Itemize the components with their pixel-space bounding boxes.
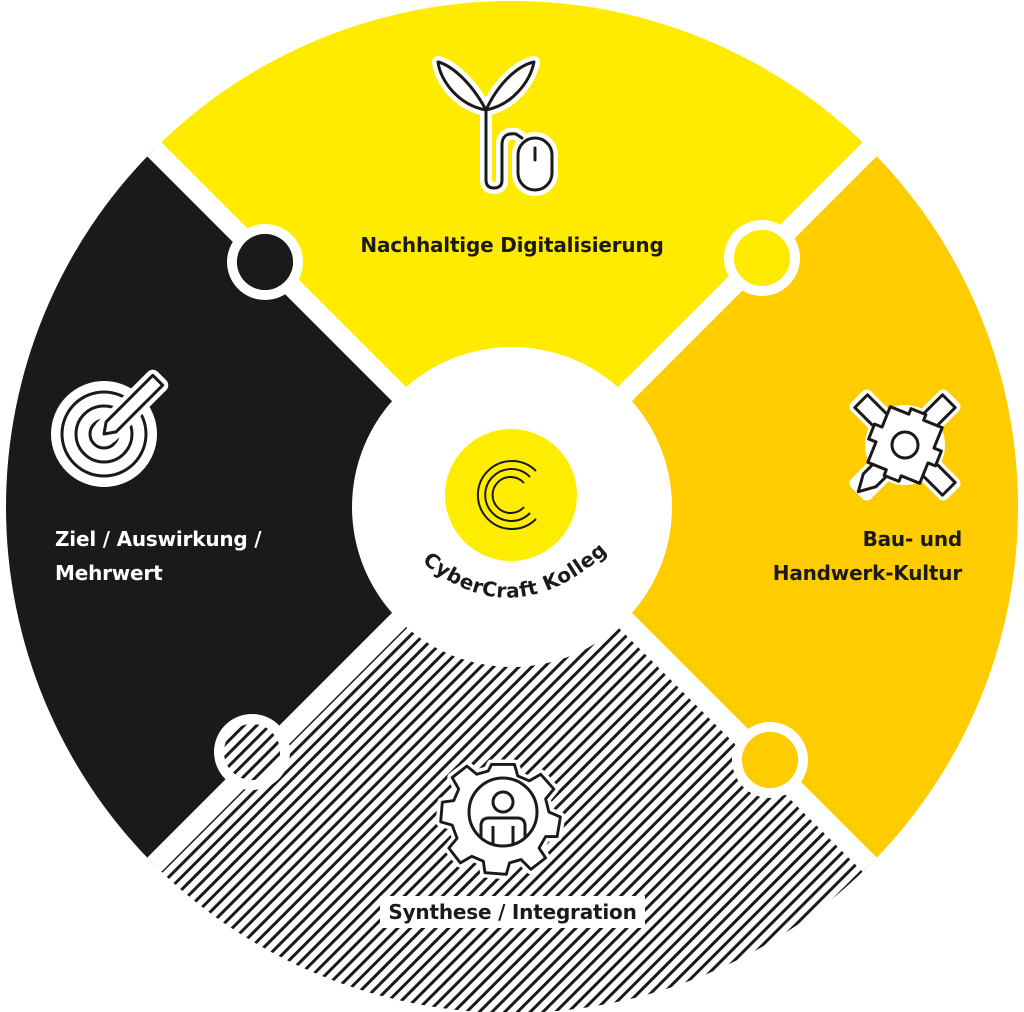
segment-top-label: Nachhaltige Digitalisierung [360,233,664,257]
segment-right-label: Bau- und Handwerk-Kultur [722,522,962,590]
gear-ruler-pencil-icon [849,389,961,501]
segment-bottom-label: Synthese / Integration [380,896,645,928]
segment-left-label: Ziel / Auswirkung / Mehrwert [55,522,285,590]
segment-right [512,1,1018,1012]
segment-left [6,1,512,1012]
target-icon [51,369,169,487]
segment-right-label-line2: Handwerk-Kultur [772,561,962,585]
segment-top [6,1,1018,507]
logo-circle [445,429,577,561]
segment-left-label-line2: Mehrwert [55,561,163,585]
segment-left-label-line1: Ziel / Auswirkung / [55,527,262,551]
logo-c-icon [477,460,537,530]
segment-right-label-line1: Bau- und [862,527,963,551]
gear-person-icon [435,759,566,880]
sprout-mouse-icon [432,56,558,196]
